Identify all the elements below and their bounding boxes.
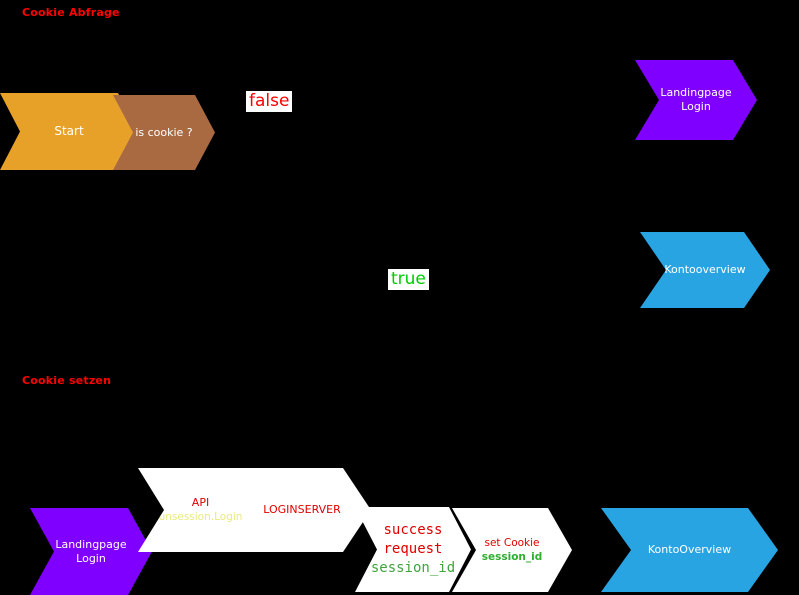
start-chevron: Start [0,93,138,170]
api-chevron: API unsession.Login [138,468,263,552]
session-id-line: session_id [370,560,456,576]
landingpage-login-top-chevron: Landingpage Login [635,60,757,140]
api-label: API [191,496,210,509]
api-sublabel: unsession.Login [158,511,243,523]
true-label: true [388,269,429,290]
set-cookie-label: set Cookie [484,537,540,549]
section-title-cookie-setzen: Cookie setzen [22,374,112,387]
request-line: request [383,541,443,557]
is-cookie-label: is cookie ? [135,125,193,139]
kontooverview-top-chevron: Kontooverview [640,232,770,308]
landingpage-login-bottom-line2: Login [76,551,106,565]
landingpage-login-bottom-chevron: Landingpage Login [30,508,152,595]
kontooverview-bottom-chevron: KontoOverview [601,508,778,592]
landingpage-login-bottom-line1: Landingpage [55,537,127,551]
kontooverview-bottom-label: KontoOverview [647,543,732,556]
false-label: false [246,91,293,112]
loginserver-label: LOGINSERVER [263,503,341,516]
success-request-chevron: success request session_id [355,507,471,592]
landingpage-login-top-line2: Login [681,100,711,113]
section-title-cookie-abfrage: Cookie Abfrage [22,6,120,19]
set-cookie-session-id: session_id [481,551,543,563]
kontooverview-top-label: Kontooverview [664,263,746,276]
success-line: success [383,522,443,538]
start-label: Start [54,124,84,138]
landingpage-login-top-line1: Landingpage [660,86,732,99]
